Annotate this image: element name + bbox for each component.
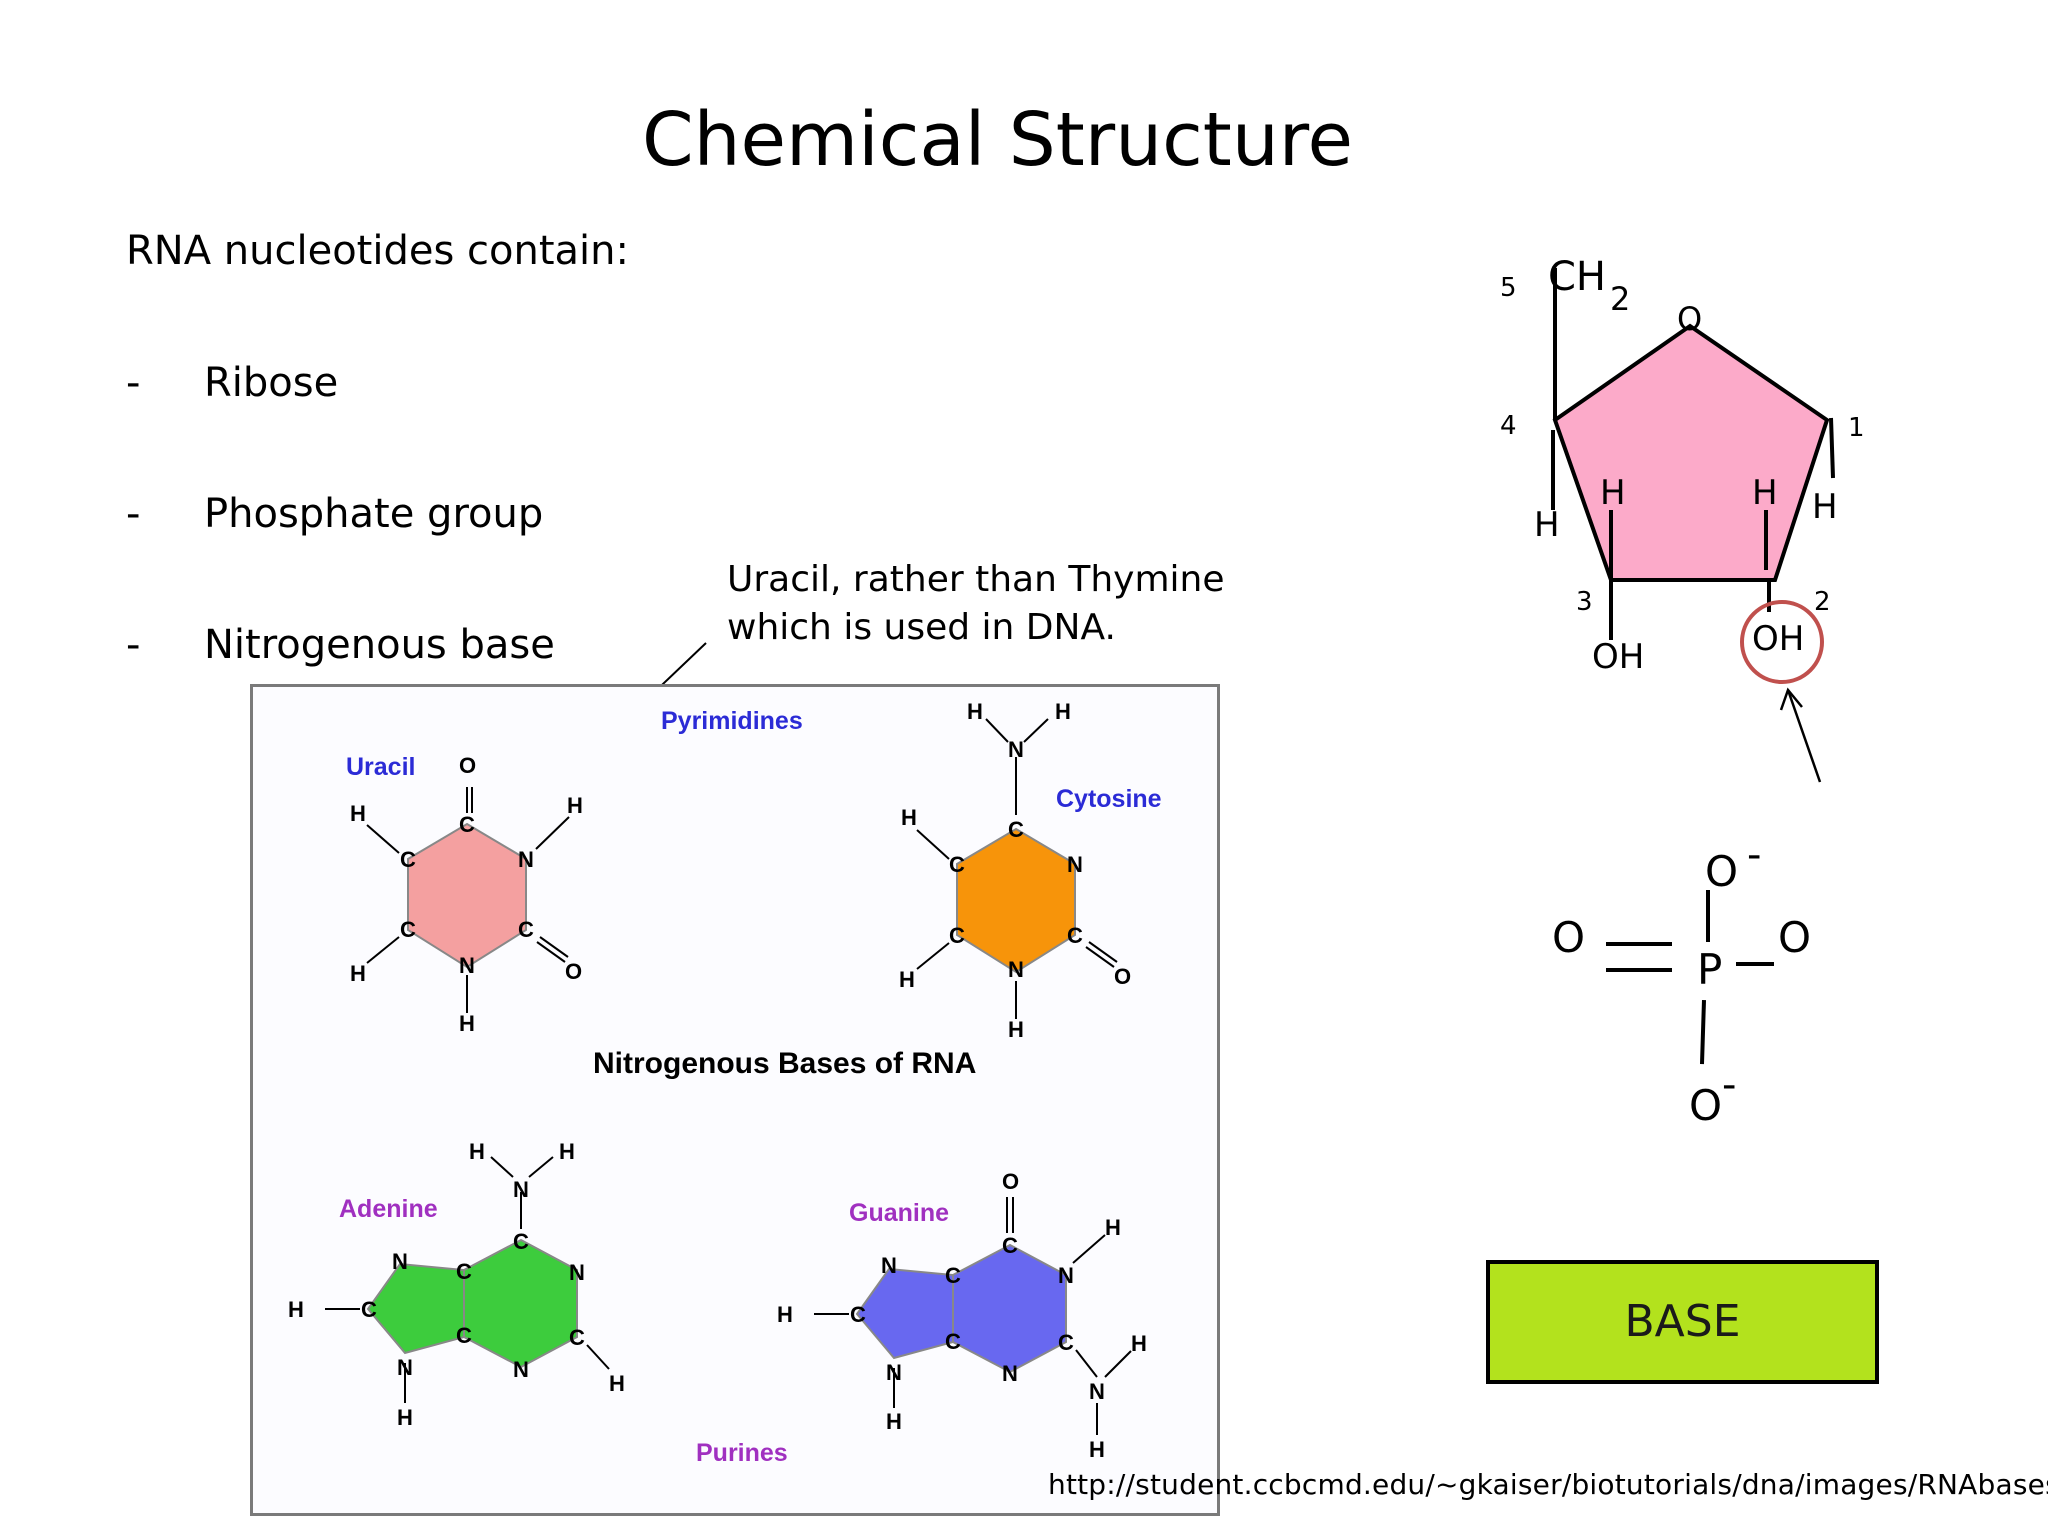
atom-n: N [881, 1253, 897, 1278]
atom-c: C [456, 1259, 472, 1284]
atom-n: N [1089, 1379, 1105, 1404]
cytosine-label: Cytosine [1056, 785, 1162, 813]
atom-h: H [397, 1405, 413, 1430]
rna-bases-diagram: Pyrimidines Nitrogenous Bases of RNA Pur… [288, 699, 1162, 1467]
atom-c: C [1067, 923, 1083, 948]
atom-c: C [945, 1263, 961, 1288]
atom-c: C [1058, 1330, 1074, 1355]
bullet-label: Phosphate group [204, 491, 544, 537]
intro-text: RNA nucleotides contain: [126, 228, 629, 274]
atom-h: H [1008, 1017, 1024, 1042]
bullet-dash: - [126, 622, 141, 668]
atom-h: H [1089, 1437, 1105, 1462]
guanine-six-ring [952, 1243, 1067, 1374]
source-url: http://student.ccbcmd.edu/~gkaiser/biotu… [1048, 1468, 2048, 1501]
atom-o: O [1002, 1169, 1019, 1194]
atom-c: C [945, 1329, 961, 1354]
cytosine-molecule: Cytosine H H N C N C O N H C H C H [899, 699, 1162, 1042]
atom-c: C [459, 812, 475, 837]
atom-h: H [609, 1371, 625, 1396]
guanine-label: Guanine [849, 1199, 949, 1227]
atom-c: C [361, 1297, 377, 1322]
atom-h: H [777, 1302, 793, 1327]
atom-n: N [513, 1357, 529, 1382]
atom-n: N [459, 953, 475, 978]
pyrimidines-label: Pyrimidines [661, 707, 803, 735]
atom-h: H [350, 961, 366, 986]
bullet-nitrogenous-base: - Nitrogenous base [126, 622, 555, 668]
atom-h: H [567, 793, 583, 818]
atom-c: C [400, 847, 416, 872]
atom-o: O [565, 959, 582, 984]
atom-c: C [850, 1302, 866, 1327]
atom-h: H [967, 699, 983, 724]
rna-bases-figure: Pyrimidines Nitrogenous Bases of RNA Pur… [250, 684, 1220, 1516]
atom-o: O [1114, 964, 1131, 989]
atom-c: C [1002, 1233, 1018, 1258]
atom-n: N [569, 1260, 585, 1285]
atom-n: N [1008, 737, 1024, 762]
atom-n: N [397, 1355, 413, 1380]
adenine-six-ring [463, 1238, 578, 1369]
base-box: BASE [1486, 1260, 1879, 1384]
atom-c: C [456, 1323, 472, 1348]
atom-c: C [518, 917, 534, 942]
atom-h: H [288, 1297, 304, 1322]
atom-n: N [1008, 957, 1024, 982]
bullet-dash: - [126, 491, 141, 537]
atom-n: N [1002, 1361, 1018, 1386]
atom-n: N [513, 1177, 529, 1202]
cytosine-ring [956, 827, 1076, 974]
purines-label: Purines [696, 1439, 788, 1467]
atom-h: H [350, 801, 366, 826]
uracil-molecule: Uracil O C N H C O N H C H C H [346, 753, 583, 1036]
atom-n: N [518, 847, 534, 872]
atom-n: N [1058, 1263, 1074, 1288]
atom-h: H [899, 967, 915, 992]
bullet-dash: - [126, 360, 141, 406]
guanine-five-ring [855, 1267, 954, 1360]
adenine-molecule: Adenine H H N C N C H N C C N C H N H [288, 1139, 625, 1430]
bullet-label: Nitrogenous base [204, 622, 555, 668]
bullet-ribose: - Ribose [126, 360, 338, 406]
atom-h: H [1131, 1331, 1147, 1356]
atom-c: C [400, 917, 416, 942]
guanine-molecule: Guanine O C N H C N H H N C C N C H N [777, 1169, 1147, 1462]
adenine-five-ring [366, 1262, 465, 1355]
atom-h: H [459, 1011, 475, 1036]
oh-highlight-arrow [1779, 687, 1822, 783]
atom-h: H [1055, 699, 1071, 724]
atom-c: C [949, 923, 965, 948]
atom-o: O [459, 753, 476, 778]
uracil-label: Uracil [346, 753, 415, 781]
uracil-ring [407, 822, 527, 969]
slide-title: Chemical Structure [641, 97, 1354, 183]
atom-c: C [949, 852, 965, 877]
atom-h: H [469, 1139, 485, 1164]
atom-c: C [569, 1325, 585, 1350]
atom-n: N [392, 1249, 408, 1274]
adenine-label: Adenine [339, 1195, 438, 1223]
atom-c: C [1008, 817, 1024, 842]
atom-n: N [886, 1360, 902, 1385]
atom-n: N [1067, 852, 1083, 877]
figure-heading: Nitrogenous Bases of RNA [593, 1047, 976, 1080]
uracil-note-line-2: which is used in DNA. [727, 607, 1116, 648]
atom-c: C [513, 1229, 529, 1254]
atom-h: H [886, 1409, 902, 1434]
bullet-label: Ribose [204, 360, 339, 406]
atom-h: H [901, 805, 917, 830]
uracil-note: Uracil, rather than Thymine which is use… [727, 556, 1224, 652]
uracil-note-line-1: Uracil, rather than Thymine [727, 559, 1225, 600]
bullet-phosphate: - Phosphate group [126, 491, 543, 537]
atom-h: H [1105, 1215, 1121, 1240]
atom-h: H [559, 1139, 575, 1164]
